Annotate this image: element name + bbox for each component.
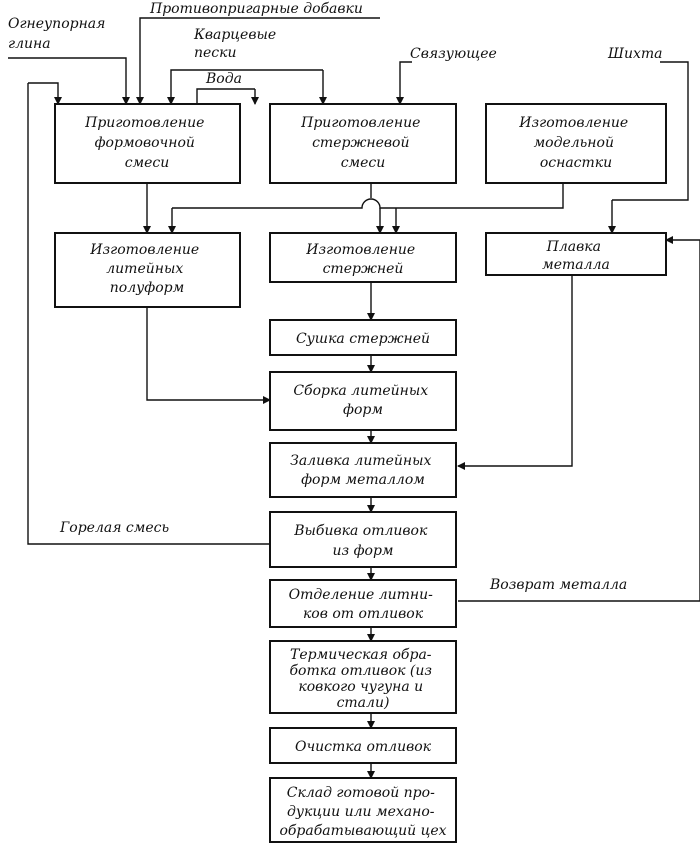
label-prep-molding-mix: Приготовление формовочной смеси <box>84 115 209 171</box>
label-pouring: Заливка литейных форм металлом <box>290 453 436 488</box>
label-cleaning: Очистка отливок <box>295 739 432 755</box>
label-gate-removal: Отделение литни- ков от отливок <box>289 587 438 622</box>
box-warehouse <box>269 777 457 843</box>
label-prep-core-mix: Приготовление стержневой смеси <box>300 115 425 171</box>
box-prep-core-mix <box>269 103 457 184</box>
label-refractory-clay: Огнеупорная глина <box>8 16 110 52</box>
label-knockout: Выбивка отливок из форм <box>293 523 432 559</box>
label-metal-return: Возврат металла <box>489 577 627 593</box>
box-knockout <box>269 511 457 568</box>
label-melting: Плавка металла <box>542 239 610 273</box>
label-warehouse: Склад готовой про- дукции или механо- об… <box>279 785 446 839</box>
connectors <box>8 17 700 779</box>
label-water: Вода <box>205 71 242 87</box>
label-quartz-sand: Кварцевые пески <box>193 27 281 61</box>
box-core-drying <box>269 319 457 356</box>
label-make-half-molds: Изготовление литейных полуформ <box>89 242 203 296</box>
box-cleaning <box>269 727 457 764</box>
box-make-pattern-tooling <box>485 103 667 184</box>
box-make-half-molds <box>54 232 241 308</box>
input-labels: Огнеупорная глина Противопригарные добав… <box>8 1 663 593</box>
label-burnt-sand: Горелая смесь <box>59 520 169 536</box>
box-labels: Приготовление формовочной смеси Приготов… <box>84 115 632 839</box>
label-anti-burn-additives: Противопригарные добавки <box>149 1 363 17</box>
box-prep-molding-mix <box>54 103 241 184</box>
box-melting <box>485 232 667 276</box>
box-pouring <box>269 442 457 498</box>
box-heat-treatment <box>269 640 457 714</box>
box-mold-assembly <box>269 371 457 431</box>
label-heat-treatment: Термическая обра- ботка отливок (из ковк… <box>290 647 437 711</box>
label-make-pattern-tooling: Изготовление модельной оснастки <box>518 115 632 171</box>
label-core-drying: Сушка стержней <box>296 331 430 347</box>
box-gate-removal <box>269 579 457 628</box>
label-mold-assembly: Сборка литейных форм <box>293 383 432 418</box>
process-boxes <box>54 103 667 843</box>
label-make-cores: Изготовление стержней <box>305 242 419 277</box>
box-make-cores <box>269 232 457 283</box>
label-binder: Связующее <box>410 46 497 62</box>
label-charge: Шихта <box>607 46 663 62</box>
